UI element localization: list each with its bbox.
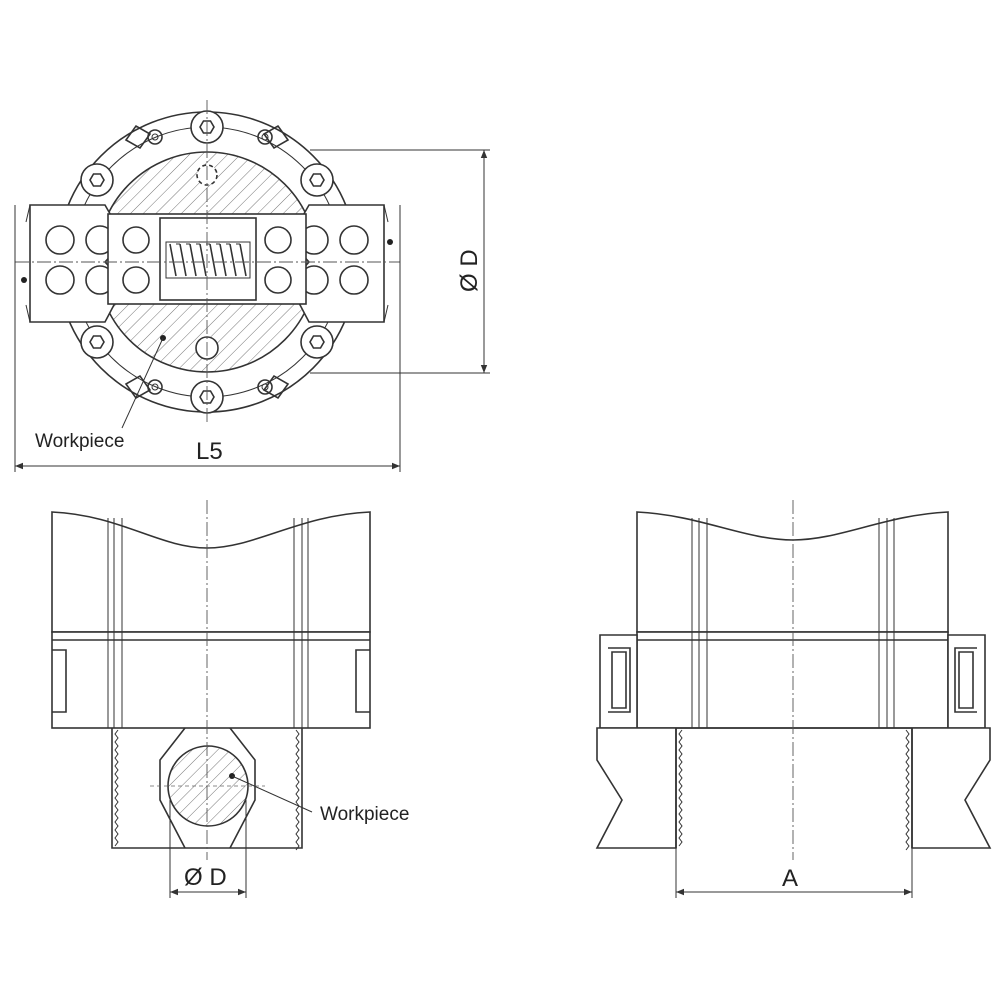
front-view-left: Workpiece Ø D [51, 500, 409, 898]
dimension-L5-label: L5 [196, 438, 223, 465]
dimension-D-bottom-label: Ø D [184, 864, 227, 891]
dimension-D-top: Ø D [310, 149, 490, 374]
workpiece-callout-bottom: Workpiece [229, 773, 409, 825]
spring [165, 241, 251, 279]
hex-bolt-icon [300, 325, 334, 359]
side-view-right: A [595, 500, 992, 898]
hex-bolt-icon [300, 163, 334, 197]
hex-bolt-icon [80, 325, 114, 359]
dimension-A: A [675, 848, 913, 898]
dimension-A-label: A [782, 865, 798, 892]
top-view: Workpiece L5 Ø D [14, 100, 490, 472]
workpiece-callout-top: Workpiece [35, 335, 166, 452]
dimension-L5: L5 [14, 205, 401, 472]
dimension-D-top-label: Ø D [456, 249, 483, 292]
hex-bolt-icon [80, 163, 114, 197]
workpiece-label-top: Workpiece [35, 431, 124, 452]
dimension-D-bottom: Ø D [169, 800, 247, 898]
workpiece-label-bottom: Workpiece [320, 804, 409, 825]
